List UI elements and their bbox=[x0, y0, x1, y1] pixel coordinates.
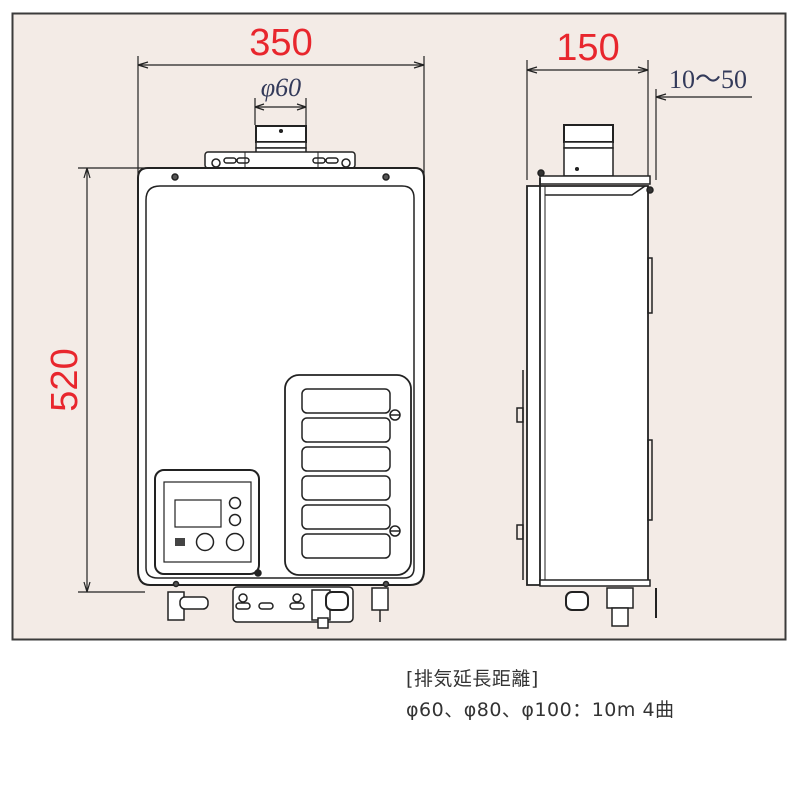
wall-clearance-label: 10～50 bbox=[669, 65, 747, 94]
width-dimension-label: 350 bbox=[249, 22, 312, 64]
side-view bbox=[516, 60, 752, 627]
flue-diameter-label: φ60 bbox=[261, 73, 301, 102]
exhaust-extension-spec: φ60、φ80、φ100：10m 4曲 bbox=[406, 699, 675, 721]
front-view bbox=[78, 56, 425, 629]
height-dimension-label: 520 bbox=[44, 348, 86, 411]
exhaust-extension-heading: [排気延長距離] bbox=[406, 668, 539, 690]
depth-dimension-label: 150 bbox=[556, 27, 619, 69]
